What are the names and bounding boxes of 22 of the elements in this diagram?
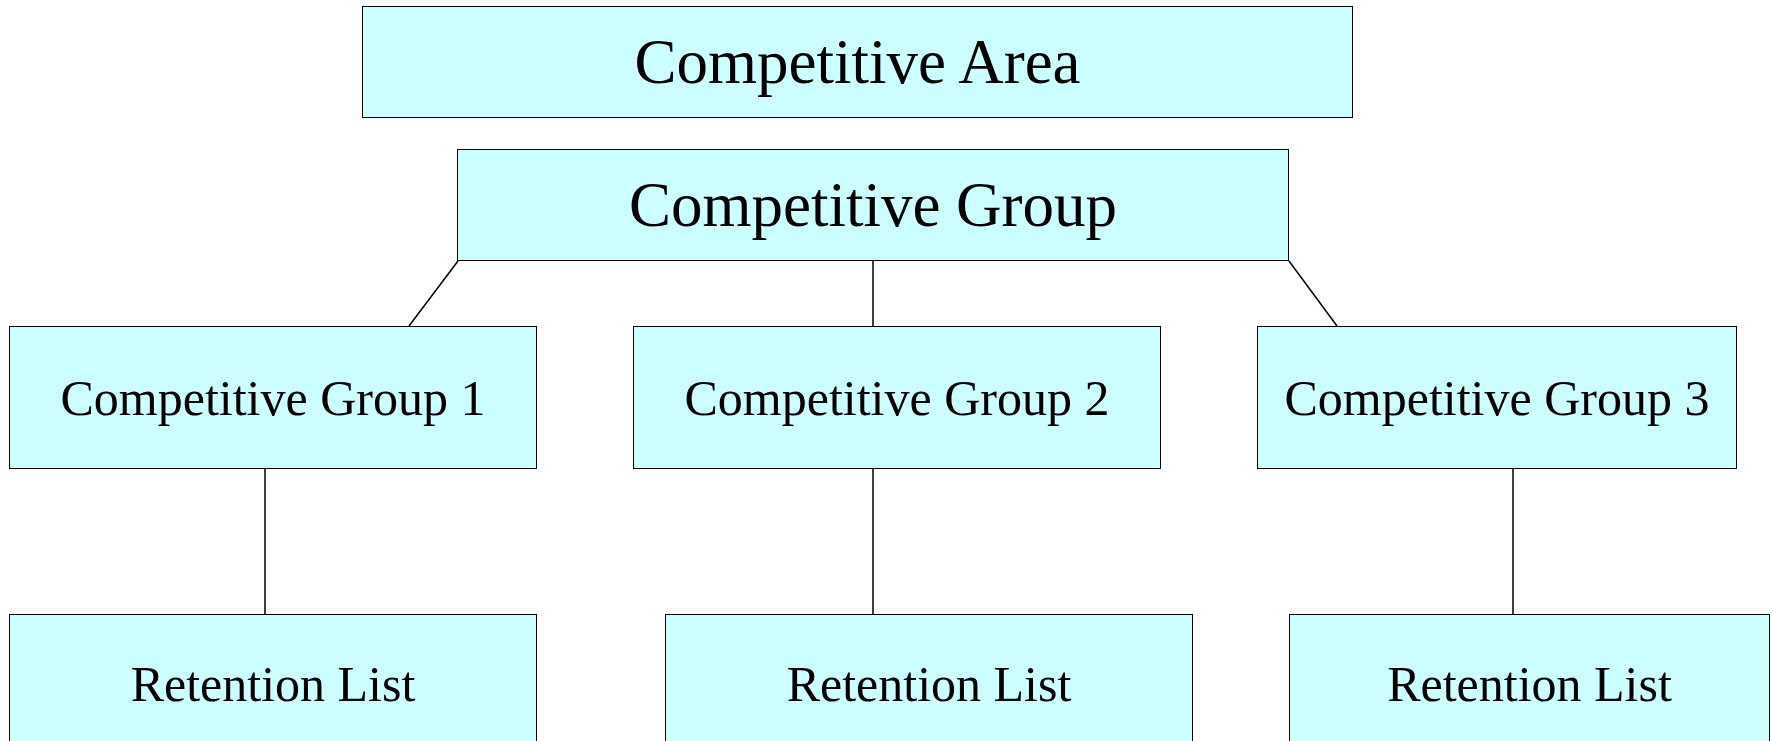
node-label: Competitive Group <box>628 168 1118 242</box>
connector-line <box>1512 468 1514 615</box>
node-label: Competitive Group 1 <box>60 368 486 427</box>
node-label: Retention List <box>1387 655 1672 713</box>
box-node <box>633 326 1161 469</box>
box-node <box>1257 326 1737 469</box>
node-label: Competitive Area <box>634 25 1081 99</box>
box-node <box>665 614 1193 741</box>
node-label: Competitive Group 2 <box>684 368 1110 427</box>
node-label: Retention List <box>786 655 1072 713</box>
box-node <box>457 149 1289 261</box>
connector-line <box>408 260 459 327</box>
box-node <box>362 6 1353 118</box>
box-node <box>1289 614 1770 741</box>
box-node <box>9 326 537 469</box>
connector-line <box>872 260 874 327</box>
connector-line <box>1288 260 1338 327</box>
node-label: Competitive Group 3 <box>1284 368 1710 427</box>
connector-line <box>872 468 874 615</box>
box-node <box>9 614 537 741</box>
connector-line <box>264 468 266 615</box>
node-label: Retention List <box>130 655 416 713</box>
